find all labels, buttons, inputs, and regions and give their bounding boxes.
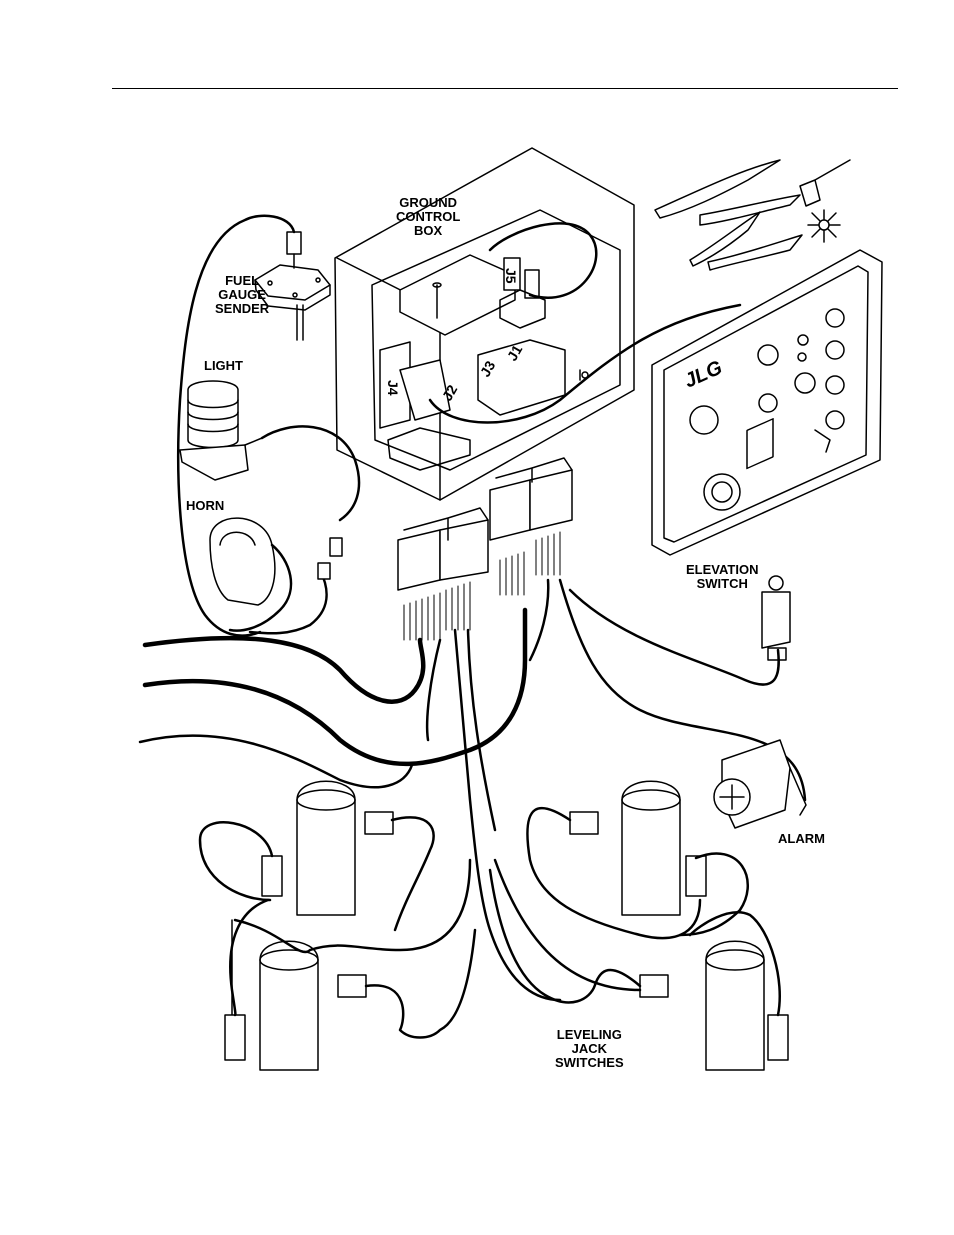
elevation-switch bbox=[762, 576, 790, 660]
label-horn: HORN bbox=[186, 499, 224, 513]
label-elevation-switch: ELEVATION SWITCH bbox=[686, 563, 758, 591]
connector-j4: J4 bbox=[385, 380, 401, 396]
ground-control-box bbox=[335, 148, 634, 500]
connector-j5: J5 bbox=[503, 268, 519, 284]
label-light: LIGHT bbox=[204, 359, 243, 373]
control-panel bbox=[652, 250, 882, 555]
label-alarm: ALARM bbox=[778, 832, 825, 846]
crimp-tools bbox=[655, 160, 850, 270]
label-fuel-gauge-sender: FUEL GAUGE SENDER bbox=[215, 274, 269, 316]
horn bbox=[210, 518, 342, 633]
label-ground-control-box: GROUND CONTROL BOX bbox=[396, 196, 460, 238]
label-leveling-jack-switches: LEVELING JACK SWITCHES bbox=[555, 1028, 624, 1070]
harness-cables bbox=[140, 580, 805, 1000]
alarm bbox=[714, 740, 806, 828]
